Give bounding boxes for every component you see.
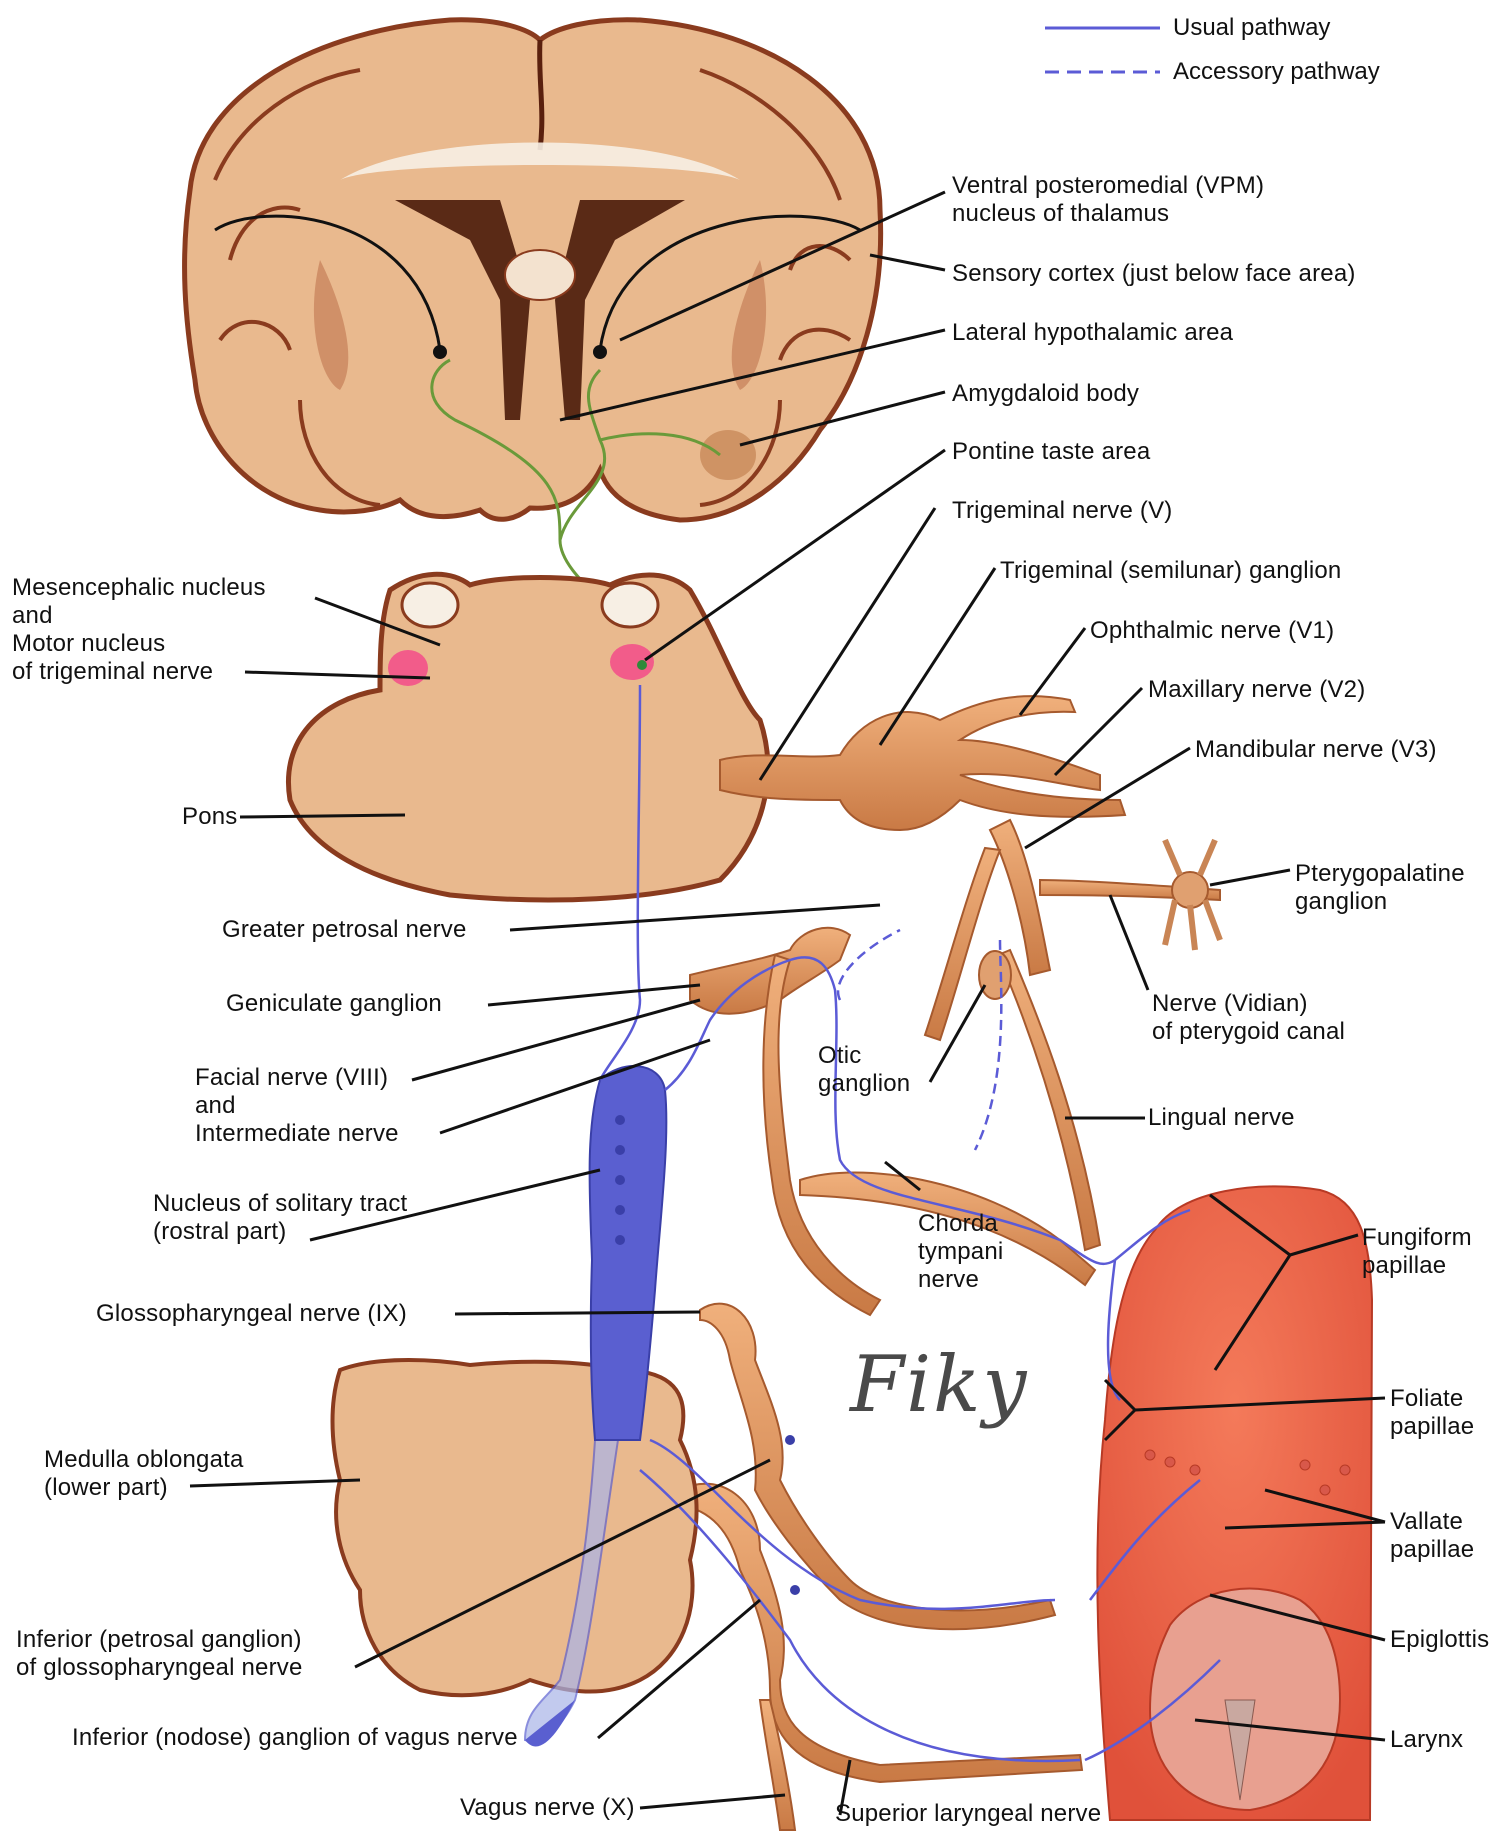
label-inferior-petrosal-line1: Inferior (petrosal ganglion) — [16, 1626, 303, 1654]
label-chorda-line1: Chorda — [918, 1210, 1003, 1238]
label-inferior-petrosal-line2: of glossopharyngeal nerve — [16, 1654, 303, 1682]
label-glossopharyngeal-nerve: Glossopharyngeal nerve (IX) — [96, 1300, 407, 1328]
label-vidian-line1: Nerve (Vidian) — [1152, 990, 1345, 1018]
label-vagus-nerve: Vagus nerve (X) — [460, 1794, 635, 1822]
label-pontine-taste-area: Pontine taste area — [952, 438, 1150, 466]
label-medulla-oblongata: Medulla oblongata (lower part) — [44, 1446, 244, 1502]
label-larynx: Larynx — [1390, 1726, 1463, 1754]
label-facial-line1: Facial nerve (VIII) — [195, 1064, 399, 1092]
label-otic-ganglion: Otic ganglion — [818, 1042, 910, 1098]
label-facial-line3: Intermediate nerve — [195, 1120, 399, 1148]
label-pons: Pons — [182, 803, 238, 831]
label-solitary-line2: (rostral part) — [153, 1218, 407, 1246]
label-ophthalmic-nerve: Ophthalmic nerve (V1) — [1090, 617, 1334, 645]
legend-accessory-label: Accessory pathway — [1173, 58, 1380, 86]
label-vpm-line2: nucleus of thalamus — [952, 200, 1264, 228]
label-chorda-tympani-nerve: Chorda tympani nerve — [918, 1210, 1003, 1294]
label-amygdaloid-body: Amygdaloid body — [952, 380, 1139, 408]
label-foliate-line2: papillae — [1390, 1413, 1474, 1441]
label-facial-intermediate-nerve: Facial nerve (VIII) and Intermediate ner… — [195, 1064, 399, 1148]
label-fungiform-line1: Fungiform — [1362, 1224, 1472, 1252]
label-trigeminal-ganglion: Trigeminal (semilunar) ganglion — [1000, 557, 1341, 585]
label-sensory-cortex: Sensory cortex (just below face area) — [952, 260, 1356, 288]
mesencephalic-motor-nucleus — [388, 650, 428, 686]
label-pterygopalatine-line1: Pterygopalatine — [1295, 860, 1465, 888]
label-otic-line1: Otic — [818, 1042, 910, 1070]
facial-nerve — [690, 928, 1095, 1315]
otic-ganglion — [979, 951, 1011, 999]
label-pterygopalatine-line2: ganglion — [1295, 888, 1465, 916]
label-mesencephalic-motor-nucleus: Mesencephalic nucleus and Motor nucleus … — [12, 574, 266, 686]
label-mesencephalic-line3: Motor nucleus — [12, 630, 266, 658]
label-lingual-nerve: Lingual nerve — [1148, 1104, 1295, 1132]
label-chorda-line2: tympani — [918, 1238, 1003, 1266]
label-epiglottis: Epiglottis — [1390, 1626, 1489, 1654]
label-mesencephalic-line2: and — [12, 602, 266, 630]
label-foliate-line1: Foliate — [1390, 1385, 1474, 1413]
label-vallate-line2: papillae — [1390, 1536, 1474, 1564]
label-facial-line2: and — [195, 1092, 399, 1120]
signature-watermark: Fiky — [850, 1340, 1028, 1430]
label-superior-laryngeal-nerve: Superior laryngeal nerve — [835, 1800, 1101, 1828]
label-fungiform-papillae: Fungiform papillae — [1362, 1224, 1472, 1280]
label-vidian-line2: of pterygoid canal — [1152, 1018, 1345, 1046]
label-mesencephalic-line4: of trigeminal nerve — [12, 658, 266, 686]
label-lateral-hypothalamic-area: Lateral hypothalamic area — [952, 319, 1233, 347]
label-mesencephalic-line1: Mesencephalic nucleus — [12, 574, 266, 602]
label-vpm-line1: Ventral posteromedial (VPM) — [952, 172, 1264, 200]
label-vallate-papillae: Vallate papillae — [1390, 1508, 1474, 1564]
label-inferior-petrosal-ganglion: Inferior (petrosal ganglion) of glossoph… — [16, 1626, 303, 1682]
label-geniculate-ganglion: Geniculate ganglion — [226, 990, 442, 1018]
label-otic-line2: ganglion — [818, 1070, 910, 1098]
pontine-taste-nucleus — [610, 644, 654, 680]
label-nucleus-solitary-tract: Nucleus of solitary tract (rostral part) — [153, 1190, 407, 1246]
label-vallate-line1: Vallate — [1390, 1508, 1474, 1536]
label-medulla-line2: (lower part) — [44, 1474, 244, 1502]
label-fungiform-line2: papillae — [1362, 1252, 1472, 1280]
legend — [1045, 28, 1160, 72]
label-vidian-nerve: Nerve (Vidian) of pterygoid canal — [1152, 990, 1345, 1046]
label-mandibular-nerve: Mandibular nerve (V3) — [1195, 736, 1437, 764]
label-greater-petrosal-nerve: Greater petrosal nerve — [222, 916, 467, 944]
label-solitary-line1: Nucleus of solitary tract — [153, 1190, 407, 1218]
legend-usual-label: Usual pathway — [1173, 14, 1330, 42]
label-maxillary-nerve: Maxillary nerve (V2) — [1148, 676, 1365, 704]
label-nodose-ganglion: Inferior (nodose) ganglion of vagus nerv… — [72, 1724, 518, 1752]
label-trigeminal-nerve: Trigeminal nerve (V) — [952, 497, 1173, 525]
label-pterygopalatine-ganglion: Pterygopalatine ganglion — [1295, 860, 1465, 916]
label-medulla-line1: Medulla oblongata — [44, 1446, 244, 1474]
label-foliate-papillae: Foliate papillae — [1390, 1385, 1474, 1441]
label-vpm-nucleus: Ventral posteromedial (VPM) nucleus of t… — [952, 172, 1264, 228]
label-chorda-line3: nerve — [918, 1266, 1003, 1294]
